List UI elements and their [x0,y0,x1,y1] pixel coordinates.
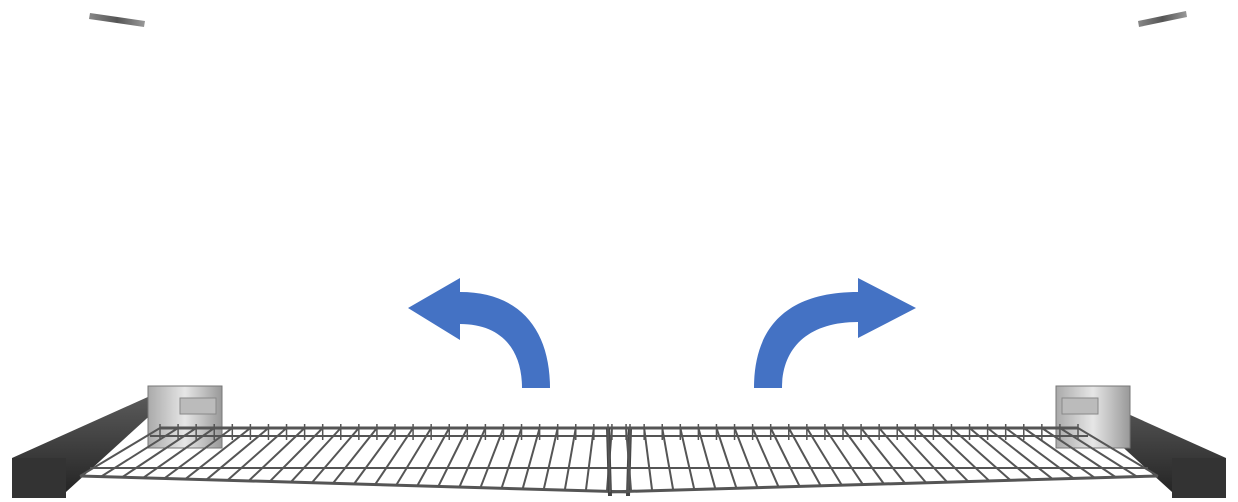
shelf-wire [523,428,540,489]
shelf-wire [544,428,558,490]
shelf-wire [716,428,736,488]
shelf-wire [680,428,694,490]
shelf-wire [586,428,594,491]
shelf-wire [565,428,576,490]
right-shelf [606,386,1226,498]
left-shelf [12,386,632,498]
shelf-wire [662,428,673,490]
top-right-bar [1138,11,1187,27]
shelf-wire [502,428,522,488]
top-left-bar [89,13,145,27]
curved-arrow-up-right-icon [754,278,916,388]
curved-arrow-up-left-icon [408,278,550,388]
shelf-wire [698,428,715,489]
shelf-wire [644,428,652,491]
